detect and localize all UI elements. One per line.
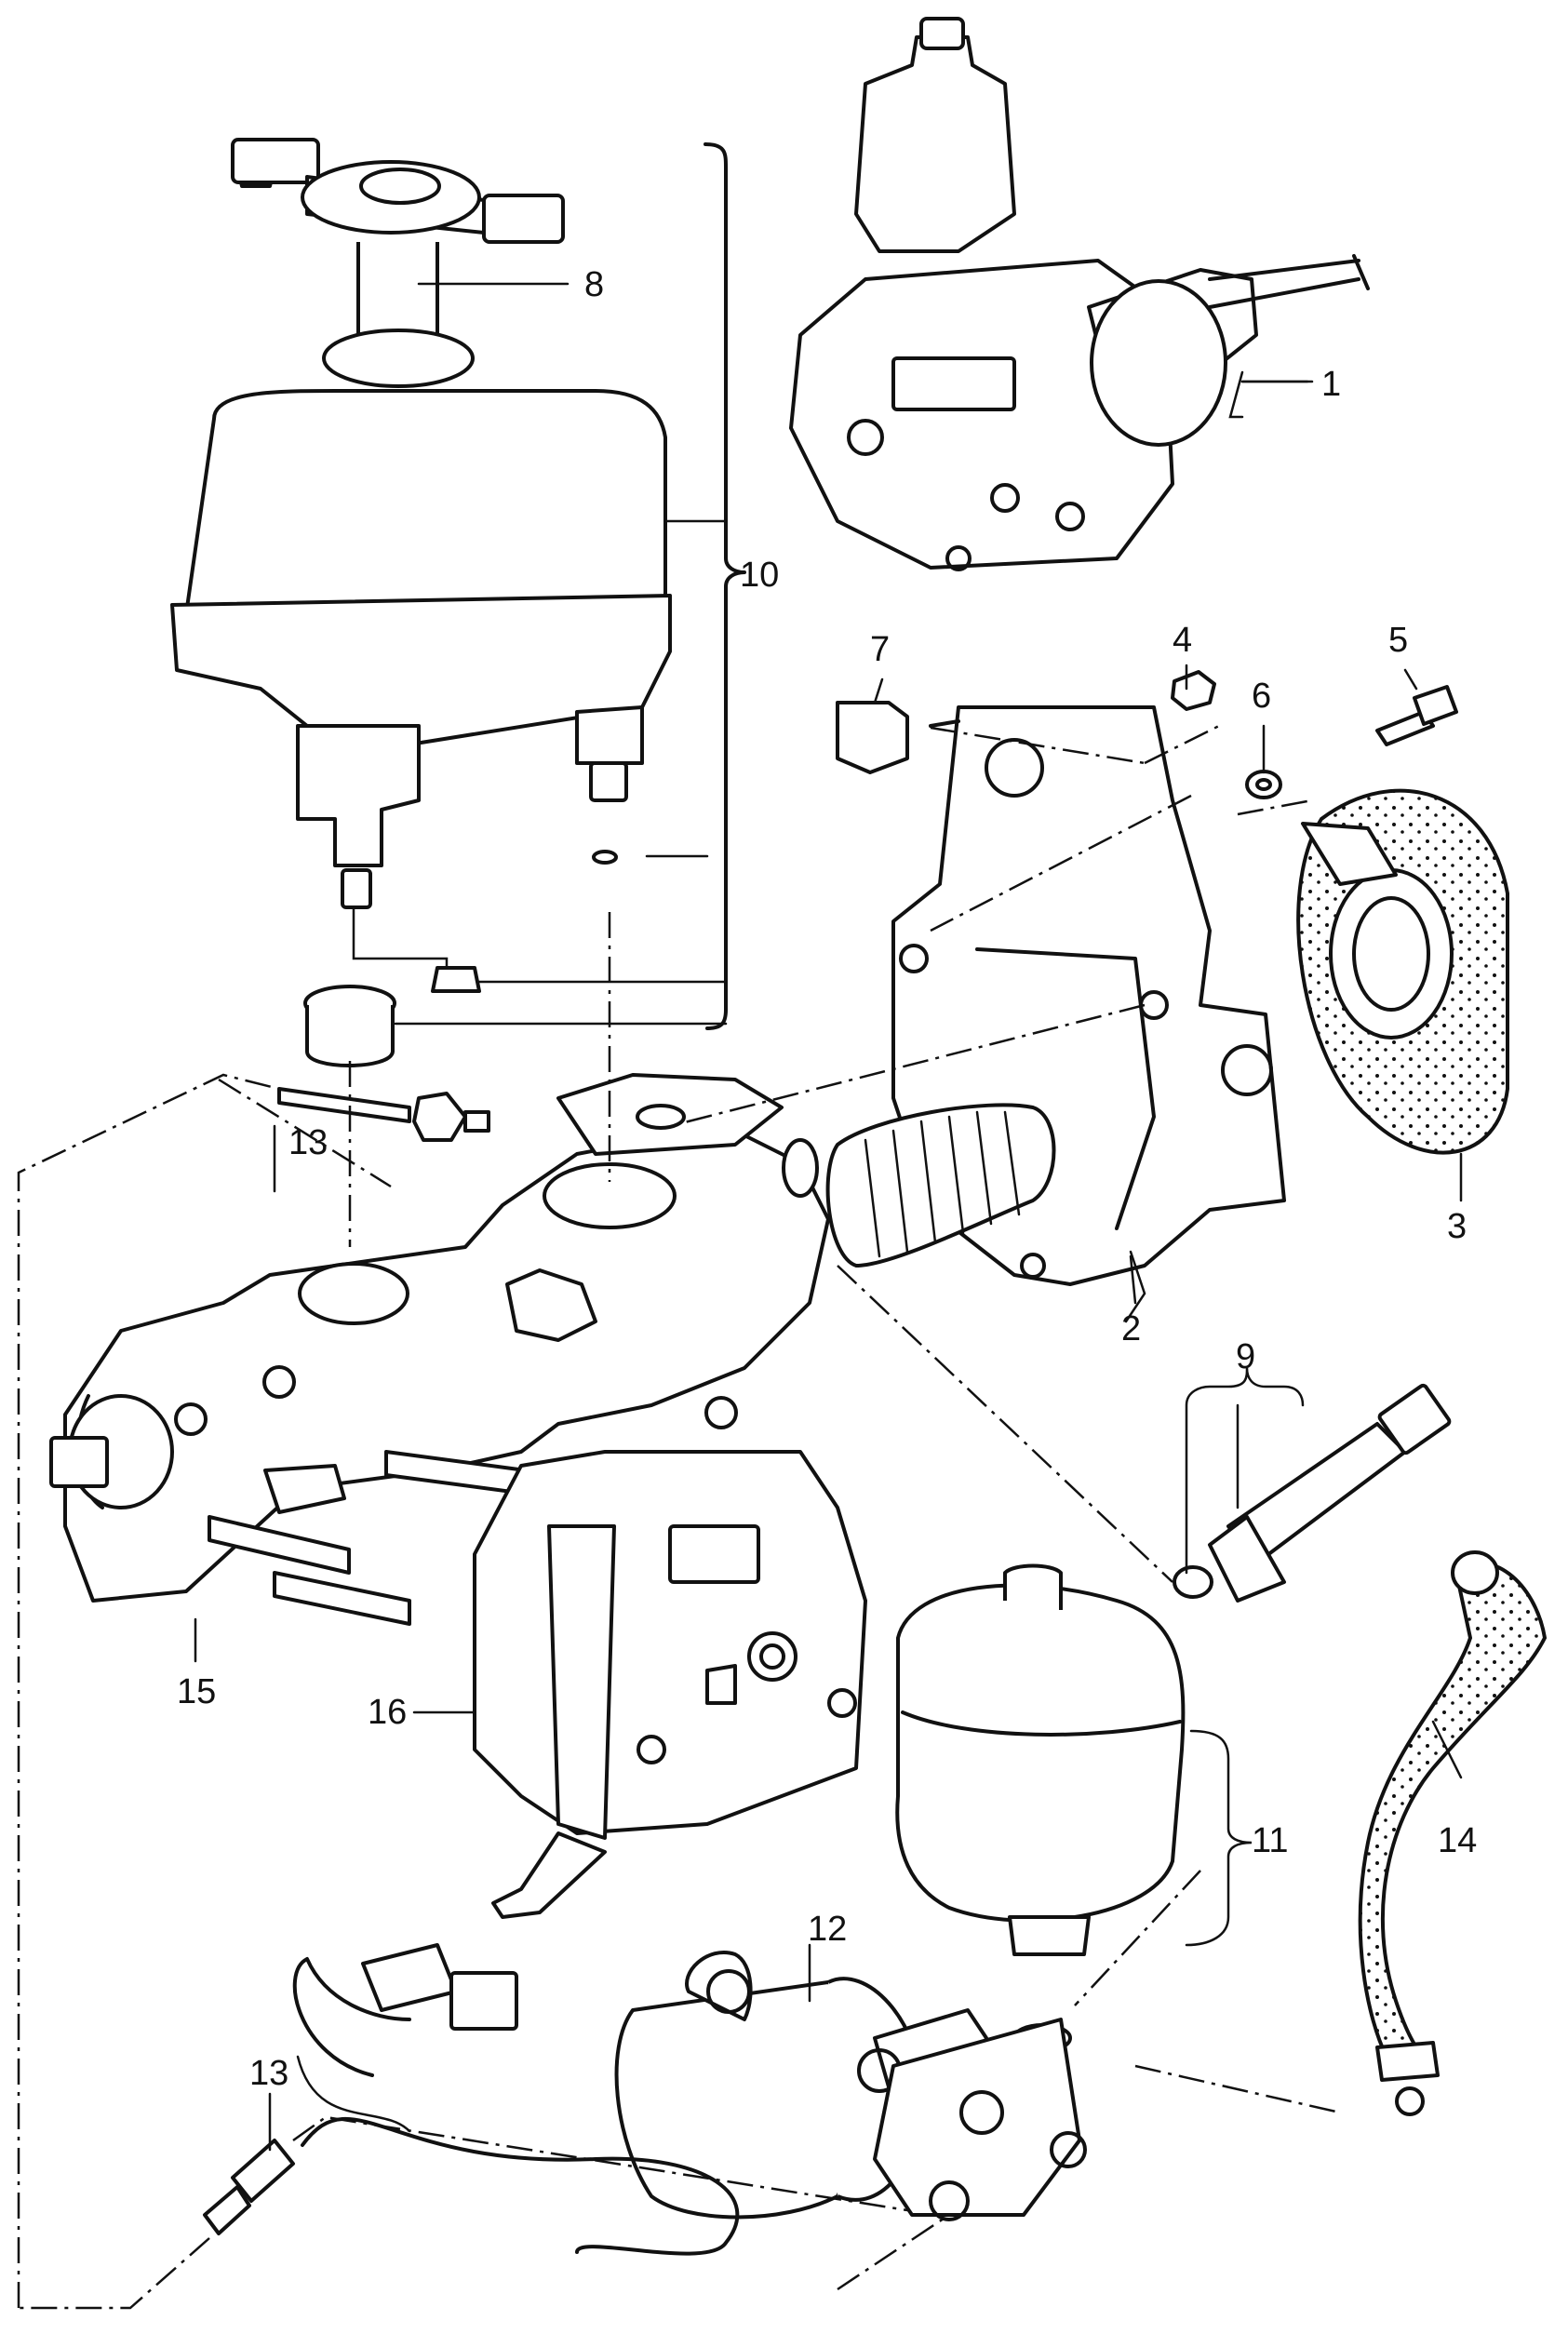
return-hose <box>1358 1550 1548 2116</box>
banjo-bolt-upper <box>277 1087 490 1142</box>
sensor-wire-harness <box>203 1943 740 2256</box>
callout-6: 6 <box>1252 677 1271 716</box>
callout-14: 14 <box>1438 1821 1477 1860</box>
callout-12: 12 <box>808 1910 847 1949</box>
master-cylinder-body <box>49 1073 830 1603</box>
callout-7: 7 <box>870 630 890 669</box>
callout-1: 1 <box>1321 365 1341 404</box>
callout-16: 16 <box>368 1693 407 1732</box>
callout-3: 3 <box>1447 1207 1467 1246</box>
mounting-studs <box>208 1450 528 1626</box>
small-hardware <box>836 670 1458 799</box>
callout-13-lower: 13 <box>249 2054 288 2093</box>
callout-13-upper: 13 <box>288 1123 328 1162</box>
callout-11: 11 <box>1252 1821 1288 1860</box>
booster-bellows <box>825 1103 1056 1268</box>
callout-labels: 1 2 3 4 5 6 7 8 9 10 11 12 13 13 14 15 1… <box>177 265 1477 2093</box>
reference-lines <box>17 724 1341 2310</box>
control-unit <box>473 1450 867 1919</box>
hydraulic-pump <box>614 1951 1087 2221</box>
callout-4: 4 <box>1173 621 1192 660</box>
callout-15: 15 <box>177 1672 216 1711</box>
pressure-accumulator <box>895 1563 1186 2053</box>
callout-5: 5 <box>1388 621 1408 660</box>
brake-unit-assembly <box>789 17 1370 571</box>
sealing-plate <box>1296 788 1509 1155</box>
pressure-switch <box>1173 1383 1452 1603</box>
fluid-reservoir <box>170 138 672 979</box>
callout-bracket-10 <box>394 142 746 1030</box>
callout-10: 10 <box>740 556 779 595</box>
callout-8: 8 <box>584 265 604 304</box>
callout-2: 2 <box>1121 1309 1141 1348</box>
seal-set <box>303 850 618 1067</box>
leader-lines <box>194 282 1463 2152</box>
callout-9: 9 <box>1236 1337 1255 1376</box>
